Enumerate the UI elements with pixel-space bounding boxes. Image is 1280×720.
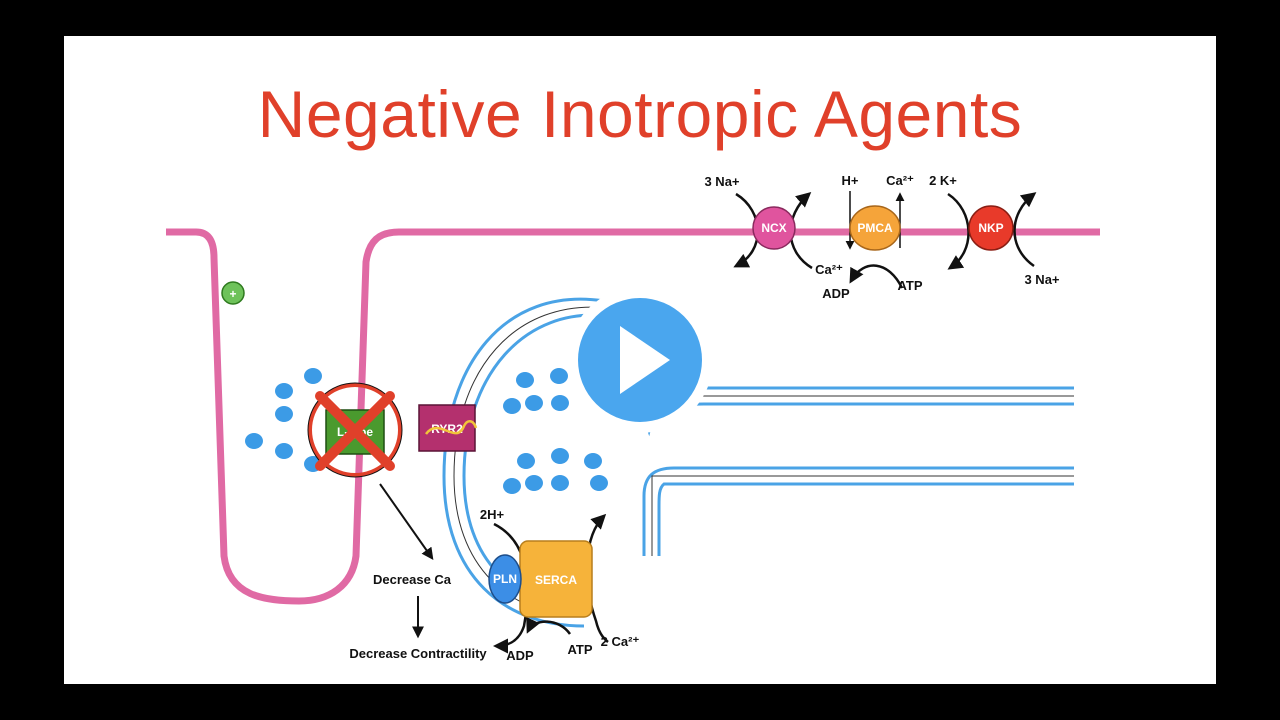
sr-lumen-line-3 [453, 306, 610, 617]
inhibit-cross-icon [307, 382, 403, 478]
serca-pump: SERCA PLN 2H+ ADP ATP 2 Ca²⁺ [480, 507, 640, 663]
sr-inner-membrane-lower [657, 482, 1074, 556]
calcium-ion [516, 372, 534, 388]
ncx-na-label: 3 Na+ [704, 174, 739, 189]
calcium-ion [245, 433, 263, 449]
ncx-exchanger: NCX 3 Na+ Ca²⁺ [704, 174, 843, 277]
serca-atp-label: ATP [567, 642, 592, 657]
serca-ca-label: 2 Ca²⁺ [601, 634, 640, 649]
calcium-ion [584, 453, 602, 469]
positive-charge-label: + [229, 287, 236, 301]
nkp-label: NKP [978, 221, 1003, 235]
serca-h-label: 2H+ [480, 507, 505, 522]
play-button[interactable] [567, 287, 713, 433]
nkp-pump: NKP 2 K+ 3 Na+ [929, 173, 1060, 287]
ncx-label: NCX [761, 221, 786, 235]
calcium-ion [525, 395, 543, 411]
slide-title: Negative Inotropic Agents [257, 77, 1023, 151]
calcium-ion [551, 475, 569, 491]
pln-label: PLN [493, 572, 517, 586]
calcium-ions [245, 368, 608, 494]
positive-charge-ion: + [221, 281, 245, 305]
pmca-pump: PMCA H+ Ca²⁺ ADP ATP [822, 173, 923, 301]
ncx-ca-label: Ca²⁺ [815, 262, 843, 277]
slide: Negative Inotropic Agents + [64, 36, 1216, 684]
serca-adp-label: ADP [506, 648, 534, 663]
sr-lumen-line-2 [651, 475, 1074, 556]
nkp-na-label: 3 Na+ [1024, 272, 1059, 287]
serca-label: SERCA [535, 573, 577, 587]
calcium-ion [517, 453, 535, 469]
calcium-ion [525, 475, 543, 491]
sr-outer-membrane-lower [642, 466, 1074, 556]
calcium-ion [275, 406, 293, 422]
sarcolemma-membrane [166, 228, 1100, 605]
pmca-ca-label: Ca²⁺ [886, 173, 914, 188]
calcium-ion [304, 368, 322, 384]
pmca-label: PMCA [857, 221, 893, 235]
pmca-adp-label: ADP [822, 286, 850, 301]
play-icon [620, 326, 670, 394]
pmca-atp-label: ATP [897, 278, 922, 293]
pmca-h-label: H+ [842, 173, 859, 188]
ryr2-channel: RYR2 [418, 404, 478, 452]
calcium-ion [503, 398, 521, 414]
calcium-ion [590, 475, 608, 491]
calcium-ion [275, 383, 293, 399]
calcium-ion [503, 478, 521, 494]
calcium-ion [275, 443, 293, 459]
cascade-arrow-1 [379, 483, 434, 560]
calcium-ion [551, 395, 569, 411]
pln-protein [488, 554, 522, 604]
calcium-ion [551, 448, 569, 464]
calcium-ion [550, 368, 568, 384]
decrease-ca-label: Decrease Ca [373, 572, 452, 587]
nkp-k-label: 2 K+ [929, 173, 957, 188]
decrease-contractility-label: Decrease Contractility [349, 646, 487, 661]
diagram: + L-type [166, 173, 1100, 663]
